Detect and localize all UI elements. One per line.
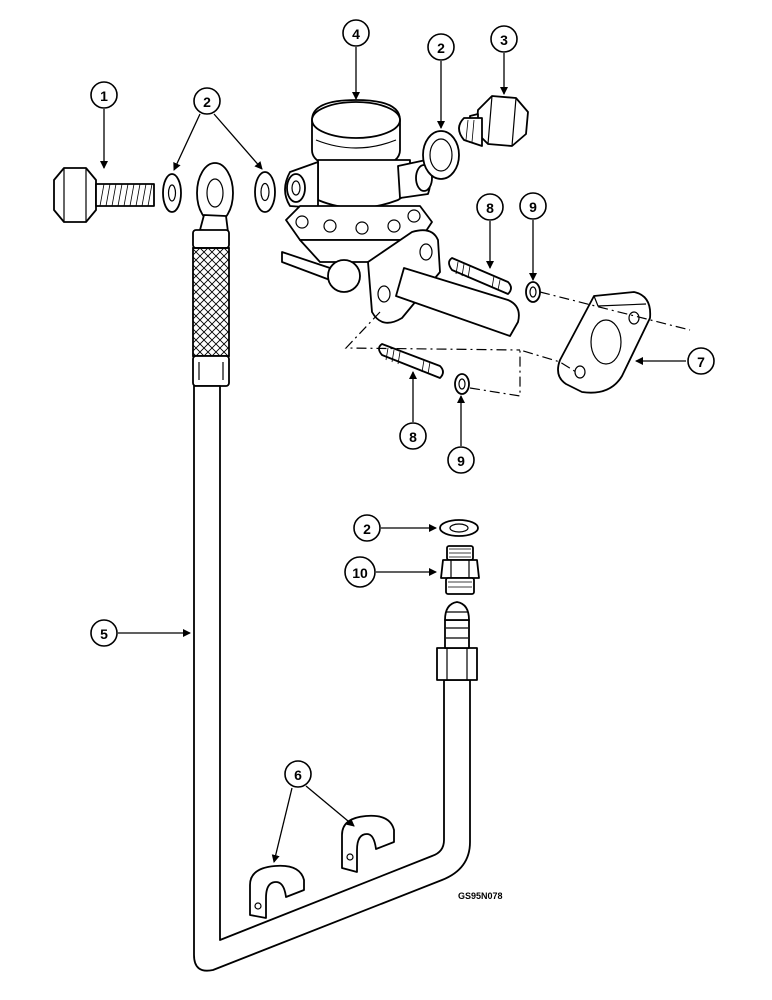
svg-text:8: 8 bbox=[486, 200, 494, 216]
drawing-code: GS95N078 bbox=[458, 891, 503, 901]
svg-text:2: 2 bbox=[363, 521, 371, 537]
svg-text:4: 4 bbox=[352, 26, 360, 42]
callout-4: 4 bbox=[342, 19, 370, 47]
callout-6: 6 bbox=[284, 760, 312, 788]
svg-text:3: 3 bbox=[500, 32, 508, 48]
callout-5: 5 bbox=[90, 619, 118, 647]
svg-text:5: 5 bbox=[100, 626, 108, 642]
svg-text:9: 9 bbox=[457, 453, 465, 469]
stud-centerline-lower bbox=[469, 349, 577, 397]
spring-washer-upper bbox=[525, 281, 541, 303]
callout-3: 3 bbox=[490, 25, 518, 53]
sealing-washer-left bbox=[162, 173, 182, 213]
svg-text:7: 7 bbox=[697, 354, 705, 370]
callout-1: 1 bbox=[90, 81, 118, 109]
fuel-lift-pump bbox=[281, 99, 520, 337]
flange-centerline bbox=[344, 311, 521, 351]
callout-2-banjo-washers: 2 bbox=[193, 87, 221, 115]
drain-plug bbox=[458, 95, 529, 147]
mounting-spacer bbox=[557, 291, 652, 394]
adaptor-fitting bbox=[440, 545, 480, 595]
svg-text:9: 9 bbox=[529, 199, 537, 215]
svg-text:2: 2 bbox=[203, 94, 211, 110]
callout-9-upper: 9 bbox=[519, 192, 547, 220]
callout-2-lower-washer: 2 bbox=[353, 514, 381, 542]
stud-upper bbox=[448, 257, 512, 295]
spring-washer-lower bbox=[454, 373, 470, 395]
sealing-washer-lower bbox=[439, 519, 479, 537]
svg-text:1: 1 bbox=[100, 88, 108, 104]
leader-2a-right bbox=[213, 113, 263, 170]
callout-8-lower: 8 bbox=[399, 422, 427, 450]
sealing-washer-pump bbox=[422, 130, 460, 180]
sealing-washer-right bbox=[254, 171, 276, 213]
callout-8-upper: 8 bbox=[476, 193, 504, 221]
callout-9-lower: 9 bbox=[447, 446, 475, 474]
leader-2a-left bbox=[173, 113, 201, 171]
banjo-bolt bbox=[53, 167, 155, 223]
svg-text:8: 8 bbox=[409, 429, 417, 445]
leader-6-right bbox=[305, 785, 355, 827]
stud-centerline-upper bbox=[539, 291, 691, 331]
callout-2-pump-washer: 2 bbox=[427, 33, 455, 61]
callout-10: 10 bbox=[344, 556, 376, 588]
callout-7: 7 bbox=[687, 347, 715, 375]
leader-6-left bbox=[271, 787, 293, 863]
fuel-hose-assembly bbox=[192, 162, 478, 972]
svg-text:6: 6 bbox=[294, 767, 302, 783]
svg-text:2: 2 bbox=[437, 40, 445, 56]
hose-clip-left bbox=[249, 864, 305, 919]
svg-text:10: 10 bbox=[352, 565, 368, 581]
hose-clip-right bbox=[341, 814, 395, 873]
stud-lower bbox=[378, 343, 444, 379]
